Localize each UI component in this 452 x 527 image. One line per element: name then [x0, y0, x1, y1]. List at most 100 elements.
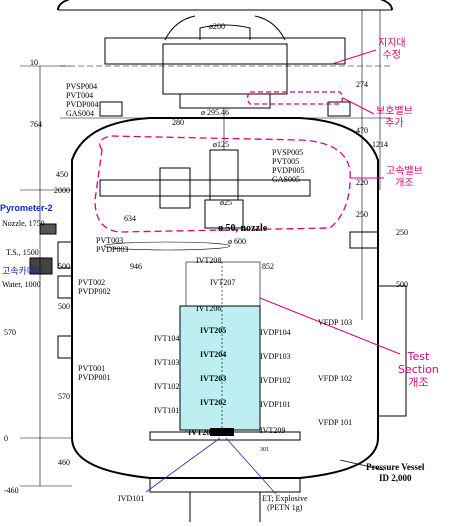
elev-m460: -460: [4, 486, 19, 495]
ivt-inner-column: IVT205 IVT204 IVT203 IVT202: [200, 326, 226, 422]
test-section-line3: 개조: [408, 376, 429, 389]
protective-valve-area: [246, 91, 344, 105]
high-speed-valve: [159, 167, 191, 209]
elev-2000: 2000: [54, 186, 70, 195]
pvsp005: PVSP005: [272, 148, 304, 157]
vfdp102: VFDP 102: [318, 374, 353, 383]
vessel-label: Pressure Vessel ID 2,000: [366, 462, 424, 484]
explosive-line1: ET; Explosive: [262, 494, 308, 503]
dim-470: 470: [356, 126, 368, 135]
protective-valve-callout: 보호밸브 추가: [376, 106, 413, 130]
dim-250b: 250: [396, 228, 408, 237]
phi600-label: ø 600: [228, 237, 246, 246]
d301-label: 301: [260, 447, 269, 453]
dim-500-right: 500: [396, 280, 408, 289]
vessel-shell: [71, 117, 379, 479]
pvt002: PVT002: [78, 278, 106, 287]
dim-220: 220: [356, 178, 368, 187]
elev-570: 570: [4, 328, 16, 337]
dim-500a: 500: [58, 262, 70, 271]
camera-label: 고속카메라: [2, 267, 44, 277]
right-port: [377, 285, 407, 417]
elev-1500: T.S., 1500: [6, 248, 39, 257]
et-leader: [225, 437, 277, 495]
ivdp-column: IVDP104 IVDP103 IVDP102 IVDP101: [260, 328, 291, 424]
support-leader: [331, 49, 377, 65]
dim-460: 460: [58, 458, 70, 467]
ivt101: IVT101: [154, 406, 180, 415]
elev-1000: Water, 1000: [2, 280, 41, 289]
ivdp102: IVDP102: [260, 376, 291, 385]
top-dome: [57, 0, 393, 11]
phi25-label: ø25: [220, 198, 232, 207]
ivdp101: IVDP101: [260, 400, 291, 409]
ivt102: IVT102: [154, 382, 180, 391]
phi125-label: ø125: [213, 140, 229, 149]
dim-570: 570: [58, 392, 70, 401]
pvt005: PVT005: [272, 157, 300, 166]
pvt003: PVT003: [96, 236, 124, 245]
pvdp003: PVDP003: [96, 245, 129, 254]
bottom-support: [149, 477, 301, 493]
port-570: [57, 335, 73, 359]
elev-1750: Nozzle, 1750: [2, 219, 45, 228]
dim-10: 10: [30, 58, 38, 67]
vessel-leader: [339, 459, 385, 471]
ivt205: IVT205: [200, 326, 227, 335]
support-frame: [104, 37, 346, 65]
elev-0: 0: [4, 434, 8, 443]
hs-valve-line1: 고속밸브: [386, 166, 423, 177]
sensor-group-pvt002: PVT002 PVDP002: [78, 278, 110, 296]
explosive-charge: [210, 428, 234, 436]
ivd101: IVD101: [118, 494, 145, 503]
test-section-leader: [259, 297, 401, 355]
valve-mod-area: [94, 135, 351, 233]
vessel-line2: ID 2,000: [378, 473, 412, 483]
pvsp004: PVSP004: [66, 82, 98, 91]
hs-valve-callout: 고속밸브 개조: [386, 166, 423, 190]
ivt202: IVT202: [200, 398, 227, 407]
ivt204: IVT204: [200, 350, 227, 359]
pvdp004: PVDP004: [66, 100, 99, 109]
pvt001: PVT001: [78, 364, 106, 373]
ivt207: IVT207: [210, 278, 236, 287]
valve-stem: [209, 149, 239, 201]
ivt103: IVT103: [154, 358, 180, 367]
vessel-line1: Pressure Vessel: [366, 462, 425, 472]
d946-label: 946: [130, 262, 142, 271]
d852-label: 852: [262, 262, 274, 271]
top-nozzle: [199, 24, 251, 40]
port-ts: [57, 241, 73, 269]
test-section-line2: Section: [398, 363, 439, 376]
dim-1214: 1214: [372, 140, 388, 149]
left-bracket: [99, 101, 123, 117]
pvdp005: PVDP005: [272, 166, 305, 175]
vfdp101: VFDP 101: [318, 418, 353, 427]
pvt004: PVT004: [66, 91, 94, 100]
protective-valve-block: [162, 43, 288, 95]
sensor-group-right-upper: PVSP005 PVT005 PVDP005 GAS005: [272, 148, 304, 184]
ivt203: IVT203: [200, 374, 227, 383]
pyrometer-label: Pyrometer-2: [0, 203, 53, 213]
phi200-label: ø200: [209, 22, 225, 31]
ivd-leader: [145, 437, 221, 493]
test-section-line1: Test: [407, 350, 430, 363]
port-water: [57, 275, 73, 299]
pvdp001: PVDP001: [78, 373, 111, 382]
explosive-label: ET; Explosive (PETN 1g): [262, 494, 308, 512]
ivdp104: IVDP104: [260, 328, 291, 337]
d634-label: 634: [124, 214, 136, 223]
support-callout: 지지대 수정: [378, 38, 406, 62]
hs-valve-line2: 개조: [395, 178, 414, 189]
d280-label: 280: [172, 118, 184, 127]
gas005: GAS005: [272, 175, 301, 184]
top-nozzle-curves: [164, 15, 286, 41]
nozzle-body: [204, 199, 244, 229]
sensor-group-left-upper: PVSP004 PVT004 PVDP004 GAS004: [66, 82, 98, 118]
dim-274: 274: [356, 80, 368, 89]
ivdp103: IVDP103: [260, 352, 291, 361]
ivt-left-column: IVT104 IVT103 IVT102 IVT101: [154, 334, 179, 430]
explosive-line2: (PETN 1g): [267, 503, 303, 512]
camera-icon: [29, 257, 53, 275]
